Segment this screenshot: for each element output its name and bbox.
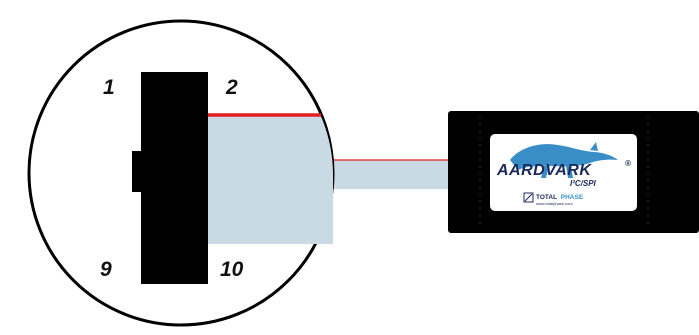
brand-name-part1: TOTAL [536, 194, 557, 201]
aardvark-device: AARDVARK ® I²C/SPI TOTAL PHASE www.total… [448, 111, 699, 233]
connector-body [141, 72, 208, 284]
pin-label-1: 1 [103, 76, 115, 99]
total-phase-logo-icon [523, 192, 534, 203]
brand-url: www.totalphase.com [536, 201, 573, 206]
registered-mark: ® [625, 159, 631, 168]
pin-label-2: 2 [225, 76, 238, 99]
aardvark-logo-icon [510, 142, 618, 178]
brand-name-part2: PHASE [561, 194, 584, 201]
device-logo-subtitle: I²C/SPI [570, 179, 597, 188]
device-logo-name: AARDVARK [496, 162, 592, 179]
total-phase-logo-icon-mark [524, 193, 533, 202]
connector-magnifier: 1 2 9 10 [27, 19, 335, 327]
connector-key [132, 151, 142, 192]
magnified-ribbon-cable [208, 114, 333, 244]
pin-label-9: 9 [100, 258, 112, 281]
pin-label-10: 10 [220, 258, 244, 281]
ribbon-cable [330, 160, 458, 189]
total-phase-brand: TOTAL PHASE [536, 194, 584, 201]
